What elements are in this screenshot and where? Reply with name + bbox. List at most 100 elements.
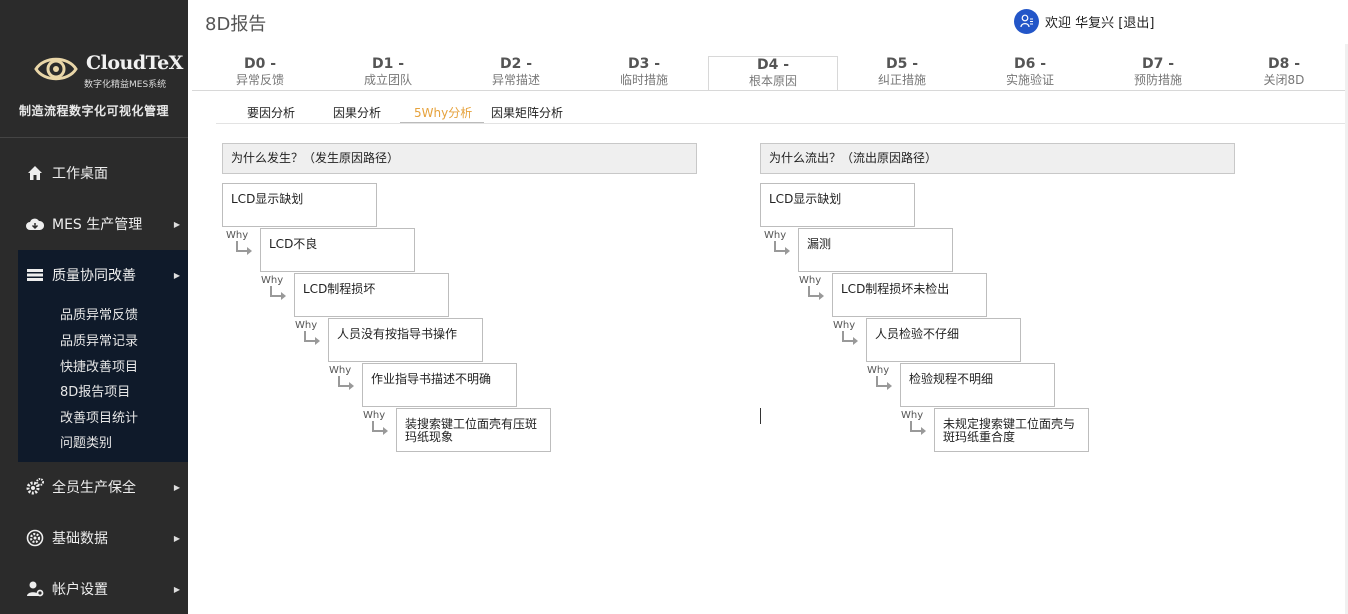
- tab-label: 根本原因: [748, 74, 797, 88]
- tab-label: 关闭8D: [1263, 73, 1305, 87]
- sidebar-subitem[interactable]: 问题类别: [60, 436, 113, 451]
- tab-d4[interactable]: D4 - 根本原因: [708, 56, 838, 91]
- why-box-level-4[interactable]: 作业指导书描述不明确: [362, 363, 517, 407]
- tab-label: 异常描述: [491, 73, 540, 87]
- chevron-right-icon: ▶: [173, 270, 180, 280]
- why-box-level-2[interactable]: LCD制程损坏: [294, 273, 449, 317]
- sidebar-item-label: 基础数据: [52, 531, 108, 547]
- sidebar-item-label: 帐户设置: [52, 582, 108, 598]
- chevron-right-icon: ▶: [173, 533, 180, 543]
- why-box-level-3[interactable]: 人员没有按指导书操作: [328, 318, 483, 362]
- sidebar-item-mes[interactable]: MES 生产管理 ▶: [0, 199, 188, 249]
- scrollbar-track[interactable]: [1345, 44, 1348, 614]
- turn-right-arrow-icon: [236, 241, 252, 255]
- sidebar-subitem[interactable]: 快捷改善项目: [60, 360, 139, 375]
- why-label: Why: [226, 230, 249, 241]
- why-box-level-5[interactable]: 装搜索键工位面壳有压斑玛纸现象: [396, 408, 551, 452]
- why-label: Why: [764, 230, 787, 241]
- active-menu-block: [18, 250, 188, 462]
- sidebar-item-account[interactable]: 帐户设置 ▶: [0, 564, 188, 614]
- why-box-level-2[interactable]: LCD制程损坏未检出: [832, 273, 987, 317]
- turn-right-arrow-icon: [304, 331, 320, 345]
- slogan: 制造流程数字化可视化管理: [18, 104, 169, 118]
- tab-d5[interactable]: D5 - 纠正措施: [838, 56, 966, 91]
- tab-code: D0 -: [243, 56, 277, 72]
- tab-d2[interactable]: D2 - 异常描述: [452, 56, 580, 91]
- sidebar-subitem[interactable]: 改善项目统计: [60, 411, 139, 426]
- sidebar-subitem[interactable]: 品质异常记录: [60, 334, 139, 349]
- logo-eye-icon: [34, 57, 78, 81]
- tab-label: 异常反馈: [235, 73, 284, 87]
- turn-right-arrow-icon: [910, 421, 926, 435]
- why-box-level-4[interactable]: 检验规程不明细: [900, 363, 1055, 407]
- why-label: Why: [363, 410, 386, 421]
- sidebar-subitem[interactable]: 8D报告项目: [60, 385, 131, 400]
- why-box-level-1[interactable]: 漏测: [798, 228, 953, 272]
- subtab-5why[interactable]: 5Why分析: [414, 106, 473, 120]
- tab-d3[interactable]: D3 - 临时措施: [580, 56, 708, 91]
- logo: CloudTeX 数字化精益MES系统: [0, 48, 188, 94]
- topbar: 8D报告 欢迎 华复兴 [退出]: [188, 0, 1348, 44]
- tab-code: D1 -: [371, 56, 405, 72]
- turn-right-arrow-icon: [372, 421, 388, 435]
- tab-d1[interactable]: D1 - 成立团队: [324, 56, 452, 91]
- why-label: Why: [261, 275, 284, 286]
- why-box-level-3[interactable]: 人员检验不仔细: [866, 318, 1021, 362]
- turn-right-arrow-icon: [876, 376, 892, 390]
- sidebar-item-tpm[interactable]: 全员生产保全 ▶: [0, 462, 188, 512]
- subtab-main-cause[interactable]: 要因分析: [247, 106, 296, 120]
- gears-icon: [25, 477, 45, 497]
- tab-d8[interactable]: D8 - 关闭8D: [1222, 56, 1346, 91]
- page-title: 8D报告: [205, 14, 267, 35]
- turn-right-arrow-icon: [842, 331, 858, 345]
- why-label: Why: [329, 365, 352, 376]
- why-label: Why: [833, 320, 856, 331]
- tab-code: D2 -: [499, 56, 533, 72]
- subtab-cause-matrix[interactable]: 因果矩阵分析: [491, 106, 564, 120]
- why-box-level-5[interactable]: 未规定搜索键工位面壳与斑玛纸重合度: [934, 408, 1089, 452]
- sidebar-item-basedata[interactable]: 基础数据 ▶: [0, 513, 188, 563]
- tab-d0[interactable]: D0 - 异常反馈: [196, 56, 324, 91]
- tab-code: D7 -: [1141, 56, 1175, 72]
- sidebar-item-quality[interactable]: 质量协同改善 ▶: [0, 250, 188, 300]
- settings-icon: [25, 528, 45, 548]
- text-cursor: [760, 408, 761, 424]
- user-welcome-logout[interactable]: 欢迎 华复兴 [退出]: [1045, 15, 1155, 31]
- logo-subtitle: 数字化精益MES系统: [84, 80, 167, 90]
- tab-label: 纠正措施: [877, 73, 926, 87]
- subtabs-divider: [216, 123, 1346, 124]
- home-icon: [25, 163, 45, 183]
- turn-right-arrow-icon: [270, 286, 286, 300]
- sidebar-item-label: 工作桌面: [52, 166, 108, 182]
- sidebar-subitem[interactable]: 品质异常反馈: [60, 308, 139, 323]
- tab-code: D3 -: [627, 56, 661, 72]
- tab-label: 预防措施: [1133, 73, 1182, 87]
- subtab-cause-effect[interactable]: 因果分析: [333, 106, 382, 120]
- user-avatar-icon: [1014, 8, 1039, 34]
- turn-right-arrow-icon: [338, 376, 354, 390]
- tab-d7[interactable]: D7 - 预防措施: [1094, 56, 1222, 91]
- cloud-icon: [25, 214, 45, 234]
- tab-d6[interactable]: D6 - 实施验证: [966, 56, 1094, 91]
- turn-right-arrow-icon: [774, 241, 790, 255]
- chevron-right-icon: ▶: [173, 219, 180, 229]
- sidebar-item-label: 全员生产保全: [52, 480, 136, 496]
- tab-code: D5 -: [885, 56, 919, 72]
- user-settings-icon: [25, 579, 45, 599]
- tab-label: 实施验证: [1005, 73, 1054, 87]
- outflow-path-header: 为什么流出？（流出原因路径）: [760, 143, 1235, 174]
- logo-name: CloudTeX: [86, 52, 183, 74]
- subtab-active-underline: [400, 122, 484, 123]
- why-box-level-1[interactable]: LCD不良: [260, 228, 415, 272]
- why-label: Why: [295, 320, 318, 331]
- why-box-level-0[interactable]: LCD显示缺划: [222, 183, 377, 227]
- occurrence-path-header: 为什么发生？（发生原因路径）: [222, 143, 697, 174]
- sidebar-item-workbench[interactable]: 工作桌面: [0, 148, 188, 198]
- why-label: Why: [799, 275, 822, 286]
- turn-right-arrow-icon: [808, 286, 824, 300]
- sidebar-divider: [0, 137, 188, 138]
- tab-code: D4 -: [756, 57, 790, 73]
- why-box-level-0[interactable]: LCD显示缺划: [760, 183, 915, 227]
- tab-code: D8 -: [1267, 56, 1301, 72]
- tab-label: 临时措施: [619, 73, 668, 87]
